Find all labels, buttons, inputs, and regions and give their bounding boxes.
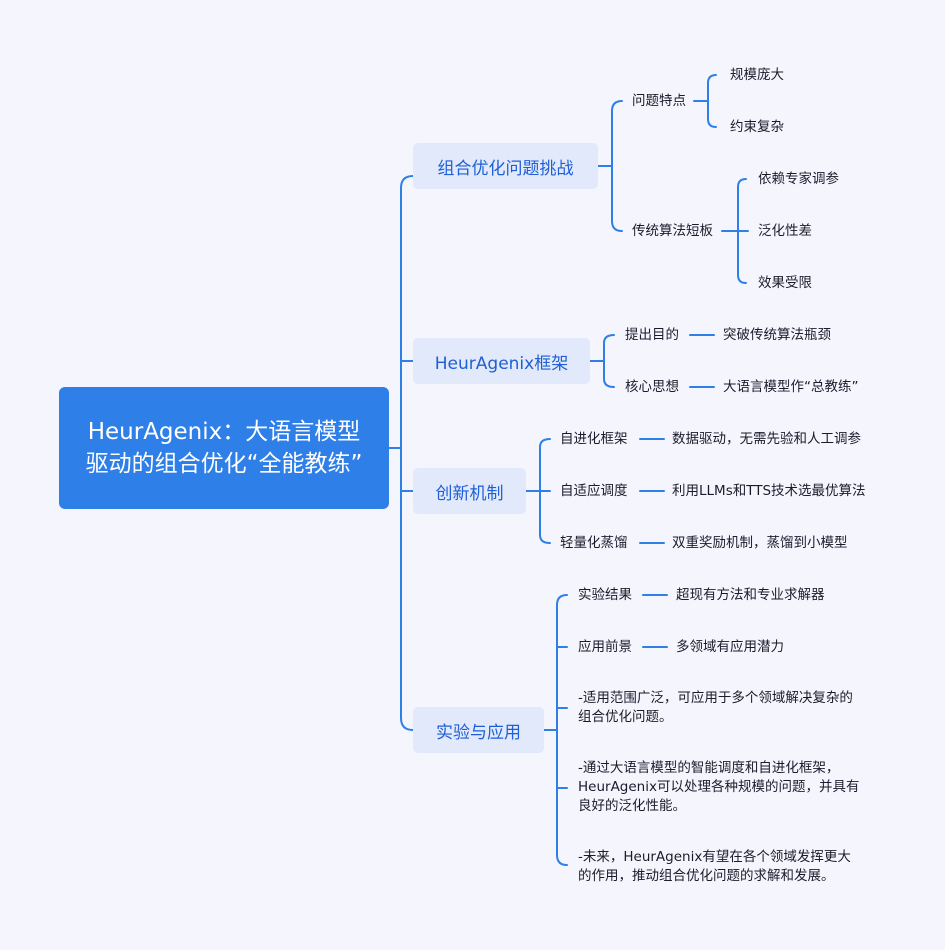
leaf-prospects-value: 多领域有应用潜力: [676, 639, 784, 655]
node-results: 实验结果: [578, 587, 632, 603]
leaf-self-evolution-value: 数据驱动，无需先验和人工调参: [672, 431, 861, 447]
note-capability: -通过大语言模型的智能调度和自进化框架，HeurAgenix可以处理各种规模的问…: [578, 760, 860, 814]
note-future: -未来，HeurAgenix有望在各个领域发挥更大的作用，推动组合优化问题的求解…: [578, 849, 851, 884]
leaf-results-value: 超现有方法和专业求解器: [676, 587, 825, 603]
leaf-poor-generalization: 泛化性差: [758, 223, 812, 239]
branch-innovation: 创新机制: [413, 468, 526, 514]
leaf-adaptive-scheduling-value: 利用LLMs和TTS技术选最优算法: [672, 483, 866, 499]
leaf-complex-constraints: 约束复杂: [730, 119, 784, 135]
branch-framework: HeurAgenix框架: [413, 338, 590, 384]
leaf-core-idea-value: 大语言模型作“总教练”: [723, 379, 859, 395]
branch-challenges: 组合优化问题挑战: [413, 143, 598, 189]
root-topic: HeurAgenix：大语言模型驱动的组合优化“全能教练”: [59, 387, 389, 509]
node-purpose: 提出目的: [625, 327, 679, 343]
node-problem-features: 问题特点: [632, 93, 686, 109]
leaf-purpose-value: 突破传统算法瓶颈: [723, 327, 831, 343]
node-adaptive-scheduling: 自适应调度: [560, 483, 628, 499]
node-traditional-shortcomings: 传统算法短板: [632, 223, 713, 239]
leaf-distillation-value: 双重奖励机制，蒸馏到小模型: [672, 535, 848, 551]
branch-experiments: 实验与应用: [413, 707, 544, 753]
node-core-idea: 核心思想: [625, 379, 679, 395]
leaf-expert-tuning: 依赖专家调参: [758, 171, 839, 187]
node-self-evolution: 自进化框架: [560, 431, 628, 447]
leaf-limited-effect: 效果受限: [758, 275, 812, 291]
node-prospects: 应用前景: [578, 639, 632, 655]
leaf-large-scale: 规模庞大: [730, 67, 784, 83]
note-applicability: -适用范围广泛，可应用于多个领域解决复杂的组合优化问题。: [578, 690, 853, 725]
node-distillation: 轻量化蒸馏: [560, 535, 628, 551]
